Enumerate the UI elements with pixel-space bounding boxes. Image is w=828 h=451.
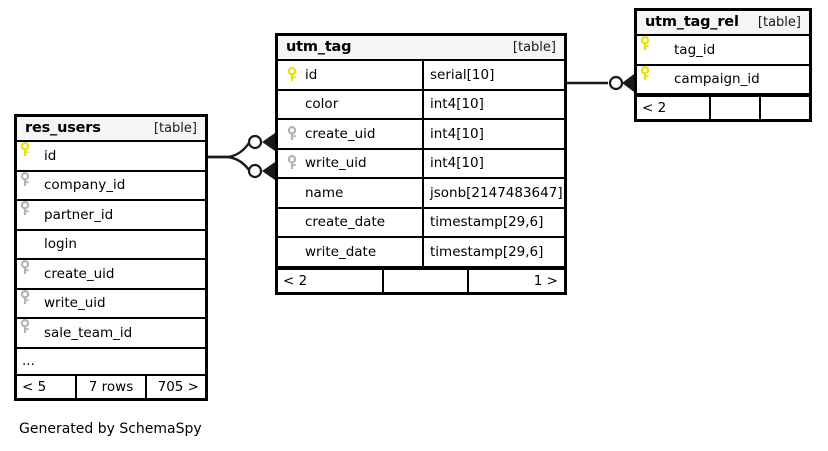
table-footer-res-users: < 5 7 rows 705 > <box>17 373 205 398</box>
table-kind-utm-tag: [table] <box>512 39 556 55</box>
table-row[interactable]: partner_id <box>17 201 205 231</box>
foreign-key-icon <box>284 155 300 171</box>
table-row[interactable]: name jsonb[2147483647] <box>278 179 564 209</box>
table-header-utm-tag-rel: utm_tag_rel [table] <box>637 11 809 36</box>
no-key-spacer <box>17 231 33 259</box>
footer-row-count <box>382 269 467 292</box>
column-name: write_uid <box>305 155 367 172</box>
footer-prev-page[interactable]: < 2 <box>642 100 667 116</box>
column-name: create_date <box>305 214 386 231</box>
column-type: int4[10] <box>422 120 564 148</box>
column-name: create_uid <box>305 125 376 142</box>
primary-key-icon <box>637 65 653 82</box>
table-kind-utm-tag-rel: [table] <box>757 14 801 30</box>
column-type: int4[10] <box>422 149 564 177</box>
crowsfoot-marker <box>262 133 275 151</box>
table-row[interactable]: tag_id <box>637 36 809 66</box>
footer-next-page[interactable] <box>759 97 809 119</box>
foreign-key-icon <box>17 201 33 217</box>
relationship-res-users-to-utm-tag-create-uid <box>208 133 275 159</box>
foreign-key-icon <box>17 289 33 306</box>
generated-by-caption: Generated by SchemaSpy <box>19 421 202 437</box>
table-title-res-users: res_users <box>25 120 101 136</box>
table-header-utm-tag: utm_tag [table] <box>278 36 564 61</box>
table-row[interactable]: login <box>17 231 205 260</box>
column-type: serial[10] <box>422 61 564 89</box>
crowsfoot-marker <box>262 162 275 180</box>
optional-marker <box>247 134 263 150</box>
column-type: timestamp[29,6] <box>422 238 564 266</box>
table-title-utm-tag: utm_tag <box>286 39 352 55</box>
column-name: login <box>44 236 77 253</box>
optional-marker <box>608 75 624 91</box>
footer-row-count <box>709 97 759 119</box>
primary-key-icon <box>17 142 33 158</box>
relationship-res-users-to-utm-tag-write-uid <box>208 155 275 180</box>
column-name: create_uid <box>44 265 115 282</box>
table-row[interactable]: write_date timestamp[29,6] <box>278 238 564 268</box>
crowsfoot-marker <box>622 74 634 92</box>
table-utm-tag-rel[interactable]: utm_tag_rel [table] tag_id campaign_id <… <box>634 8 812 122</box>
footer-next-page[interactable]: 1 > <box>467 269 564 292</box>
column-name: campaign_id <box>674 71 760 88</box>
more-columns-indicator: ... <box>22 353 35 369</box>
table-footer-utm-tag: < 2 1 > <box>278 267 564 292</box>
column-type: int4[10] <box>422 90 564 118</box>
optional-marker <box>247 163 263 179</box>
table-header-res-users: res_users [table] <box>17 117 205 142</box>
column-name: id <box>44 147 57 164</box>
table-row[interactable]: create_date timestamp[29,6] <box>278 208 564 238</box>
table-row[interactable]: sale_team_id <box>17 319 205 349</box>
table-row[interactable]: write_uid int4[10] <box>278 149 564 179</box>
column-name: name <box>305 184 344 201</box>
table-row[interactable]: id serial[10] <box>278 61 564 91</box>
table-footer-utm-tag-rel: < 2 <box>637 95 809 119</box>
footer-row-count: 7 rows <box>75 375 145 398</box>
table-title-utm-tag-rel: utm_tag_rel <box>645 14 739 30</box>
table-row[interactable]: company_id <box>17 171 205 201</box>
footer-prev-page[interactable]: < 5 <box>22 378 47 395</box>
foreign-key-icon <box>17 319 33 335</box>
table-row[interactable]: color int4[10] <box>278 90 564 120</box>
column-name: company_id <box>44 177 126 194</box>
table-row[interactable]: create_uid <box>17 260 205 290</box>
footer-next-page[interactable]: 705 > <box>145 375 205 398</box>
column-name: color <box>305 96 339 113</box>
column-name: id <box>305 66 318 83</box>
table-row[interactable]: write_uid <box>17 289 205 319</box>
column-type: timestamp[29,6] <box>422 208 564 236</box>
column-name: write_date <box>305 243 377 260</box>
table-row[interactable]: id <box>17 142 205 172</box>
column-type: jsonb[2147483647] <box>422 179 564 207</box>
table-row[interactable]: create_uid int4[10] <box>278 120 564 150</box>
primary-key-icon <box>637 36 653 52</box>
foreign-key-icon <box>17 260 33 276</box>
table-utm-tag[interactable]: utm_tag [table] id serial[10] color int4… <box>275 33 567 295</box>
foreign-key-icon <box>17 171 33 188</box>
table-res-users[interactable]: res_users [table] id company_id <box>14 114 208 401</box>
column-name: partner_id <box>44 206 114 223</box>
foreign-key-icon <box>284 125 300 142</box>
primary-key-icon <box>284 66 300 83</box>
column-name: sale_team_id <box>44 324 133 341</box>
table-kind-res-users: [table] <box>153 120 197 136</box>
relationship-utm-tag-to-utm-tag-rel-campaign-id <box>567 74 634 92</box>
column-name: tag_id <box>674 41 716 58</box>
footer-prev-page[interactable]: < 2 <box>283 272 308 289</box>
column-name: write_uid <box>44 295 106 312</box>
table-row[interactable]: campaign_id <box>637 65 809 95</box>
